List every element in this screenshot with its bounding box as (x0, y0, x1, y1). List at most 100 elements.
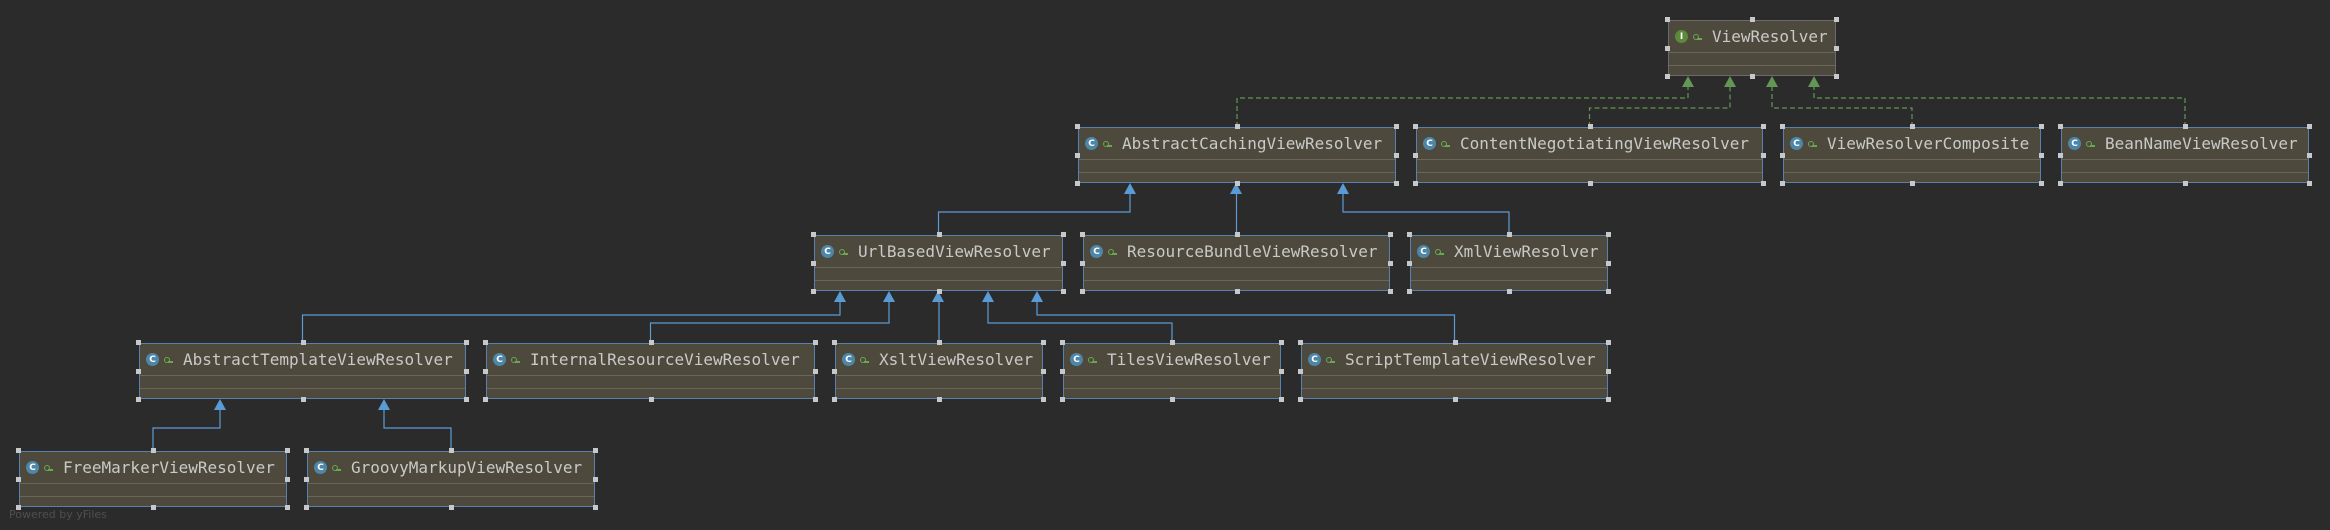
resize-handle[interactable] (593, 448, 598, 453)
resize-handle[interactable] (1780, 153, 1785, 158)
resize-handle[interactable] (285, 505, 290, 510)
resize-handle[interactable] (1407, 289, 1412, 294)
resize-handle[interactable] (449, 448, 454, 453)
extends-edge[interactable] (937, 194, 1131, 235)
resize-handle[interactable] (300, 340, 306, 345)
resize-handle[interactable] (304, 477, 309, 482)
resize-handle[interactable] (1606, 369, 1611, 374)
resize-handle[interactable] (1075, 124, 1080, 129)
resize-handle[interactable] (1075, 181, 1080, 186)
resize-handle[interactable] (832, 340, 837, 345)
resize-handle[interactable] (1279, 369, 1284, 374)
resize-handle[interactable] (2183, 181, 2188, 186)
resize-handle[interactable] (1080, 289, 1085, 294)
resize-handle[interactable] (1060, 369, 1065, 374)
resize-handle[interactable] (1234, 232, 1240, 237)
resize-handle[interactable] (1665, 46, 1670, 51)
resize-handle[interactable] (1041, 340, 1046, 345)
resize-handle[interactable] (593, 477, 598, 482)
resize-handle[interactable] (1413, 124, 1418, 129)
resize-handle[interactable] (813, 369, 818, 374)
resize-handle[interactable] (1750, 74, 1755, 79)
resize-handle[interactable] (2039, 181, 2044, 186)
resize-handle[interactable] (1780, 181, 1785, 186)
resize-handle[interactable] (1235, 181, 1240, 186)
resize-handle[interactable] (2307, 153, 2312, 158)
resize-handle[interactable] (151, 448, 156, 453)
resize-handle[interactable] (464, 369, 469, 374)
implements-edge[interactable] (1771, 87, 1913, 127)
resize-handle[interactable] (1606, 232, 1611, 237)
resize-handle[interactable] (285, 477, 290, 482)
resize-handle[interactable] (2307, 124, 2312, 129)
implements-edge[interactable] (1236, 87, 1689, 127)
resize-handle[interactable] (1834, 17, 1839, 22)
resize-handle[interactable] (300, 397, 306, 402)
resize-handle[interactable] (1041, 397, 1046, 402)
resize-handle[interactable] (2058, 181, 2063, 186)
implements-edge[interactable] (1588, 87, 1731, 127)
resize-handle[interactable] (936, 232, 942, 237)
extends-edge[interactable] (1342, 194, 1510, 235)
resize-handle[interactable] (1279, 397, 1284, 402)
resize-handle[interactable] (2039, 124, 2044, 129)
resize-handle[interactable] (1394, 153, 1399, 158)
resize-handle[interactable] (1834, 74, 1839, 79)
resize-handle[interactable] (1407, 261, 1412, 266)
resize-handle[interactable] (832, 369, 837, 374)
resize-handle[interactable] (449, 505, 454, 510)
resize-handle[interactable] (1298, 369, 1303, 374)
resize-handle[interactable] (285, 448, 290, 453)
resize-handle[interactable] (1507, 232, 1512, 237)
resize-handle[interactable] (936, 289, 942, 294)
resize-handle[interactable] (811, 289, 816, 294)
resize-handle[interactable] (483, 369, 488, 374)
resize-handle[interactable] (136, 340, 141, 345)
resize-handle[interactable] (1170, 397, 1175, 402)
resize-handle[interactable] (1298, 340, 1303, 345)
resize-handle[interactable] (1060, 397, 1065, 402)
extends-edge[interactable] (1036, 302, 1456, 343)
resize-handle[interactable] (1413, 181, 1418, 186)
resize-handle[interactable] (1910, 124, 1915, 129)
resize-handle[interactable] (1061, 232, 1066, 237)
resize-handle[interactable] (1061, 289, 1066, 294)
extends-edge[interactable] (301, 302, 841, 343)
resize-handle[interactable] (136, 369, 141, 374)
resize-handle[interactable] (1080, 232, 1085, 237)
resize-handle[interactable] (813, 340, 818, 345)
implements-edge[interactable] (1813, 87, 2186, 127)
resize-handle[interactable] (1394, 181, 1399, 186)
resize-handle[interactable] (1587, 181, 1593, 186)
extends-edge[interactable] (152, 410, 221, 451)
resize-handle[interactable] (811, 261, 816, 266)
resize-handle[interactable] (1170, 340, 1175, 345)
resize-handle[interactable] (464, 397, 469, 402)
resize-handle[interactable] (304, 505, 309, 510)
resize-handle[interactable] (1061, 261, 1066, 266)
resize-handle[interactable] (1606, 261, 1611, 266)
resize-handle[interactable] (2039, 153, 2044, 158)
resize-handle[interactable] (16, 505, 21, 510)
resize-handle[interactable] (593, 505, 598, 510)
resize-handle[interactable] (1665, 74, 1670, 79)
resize-handle[interactable] (937, 397, 942, 402)
resize-handle[interactable] (1388, 232, 1393, 237)
resize-handle[interactable] (2058, 153, 2063, 158)
resize-handle[interactable] (464, 340, 469, 345)
resize-handle[interactable] (1060, 340, 1065, 345)
resize-handle[interactable] (1279, 340, 1284, 345)
resize-handle[interactable] (1507, 289, 1512, 294)
resize-handle[interactable] (2058, 124, 2063, 129)
resize-handle[interactable] (151, 505, 156, 510)
